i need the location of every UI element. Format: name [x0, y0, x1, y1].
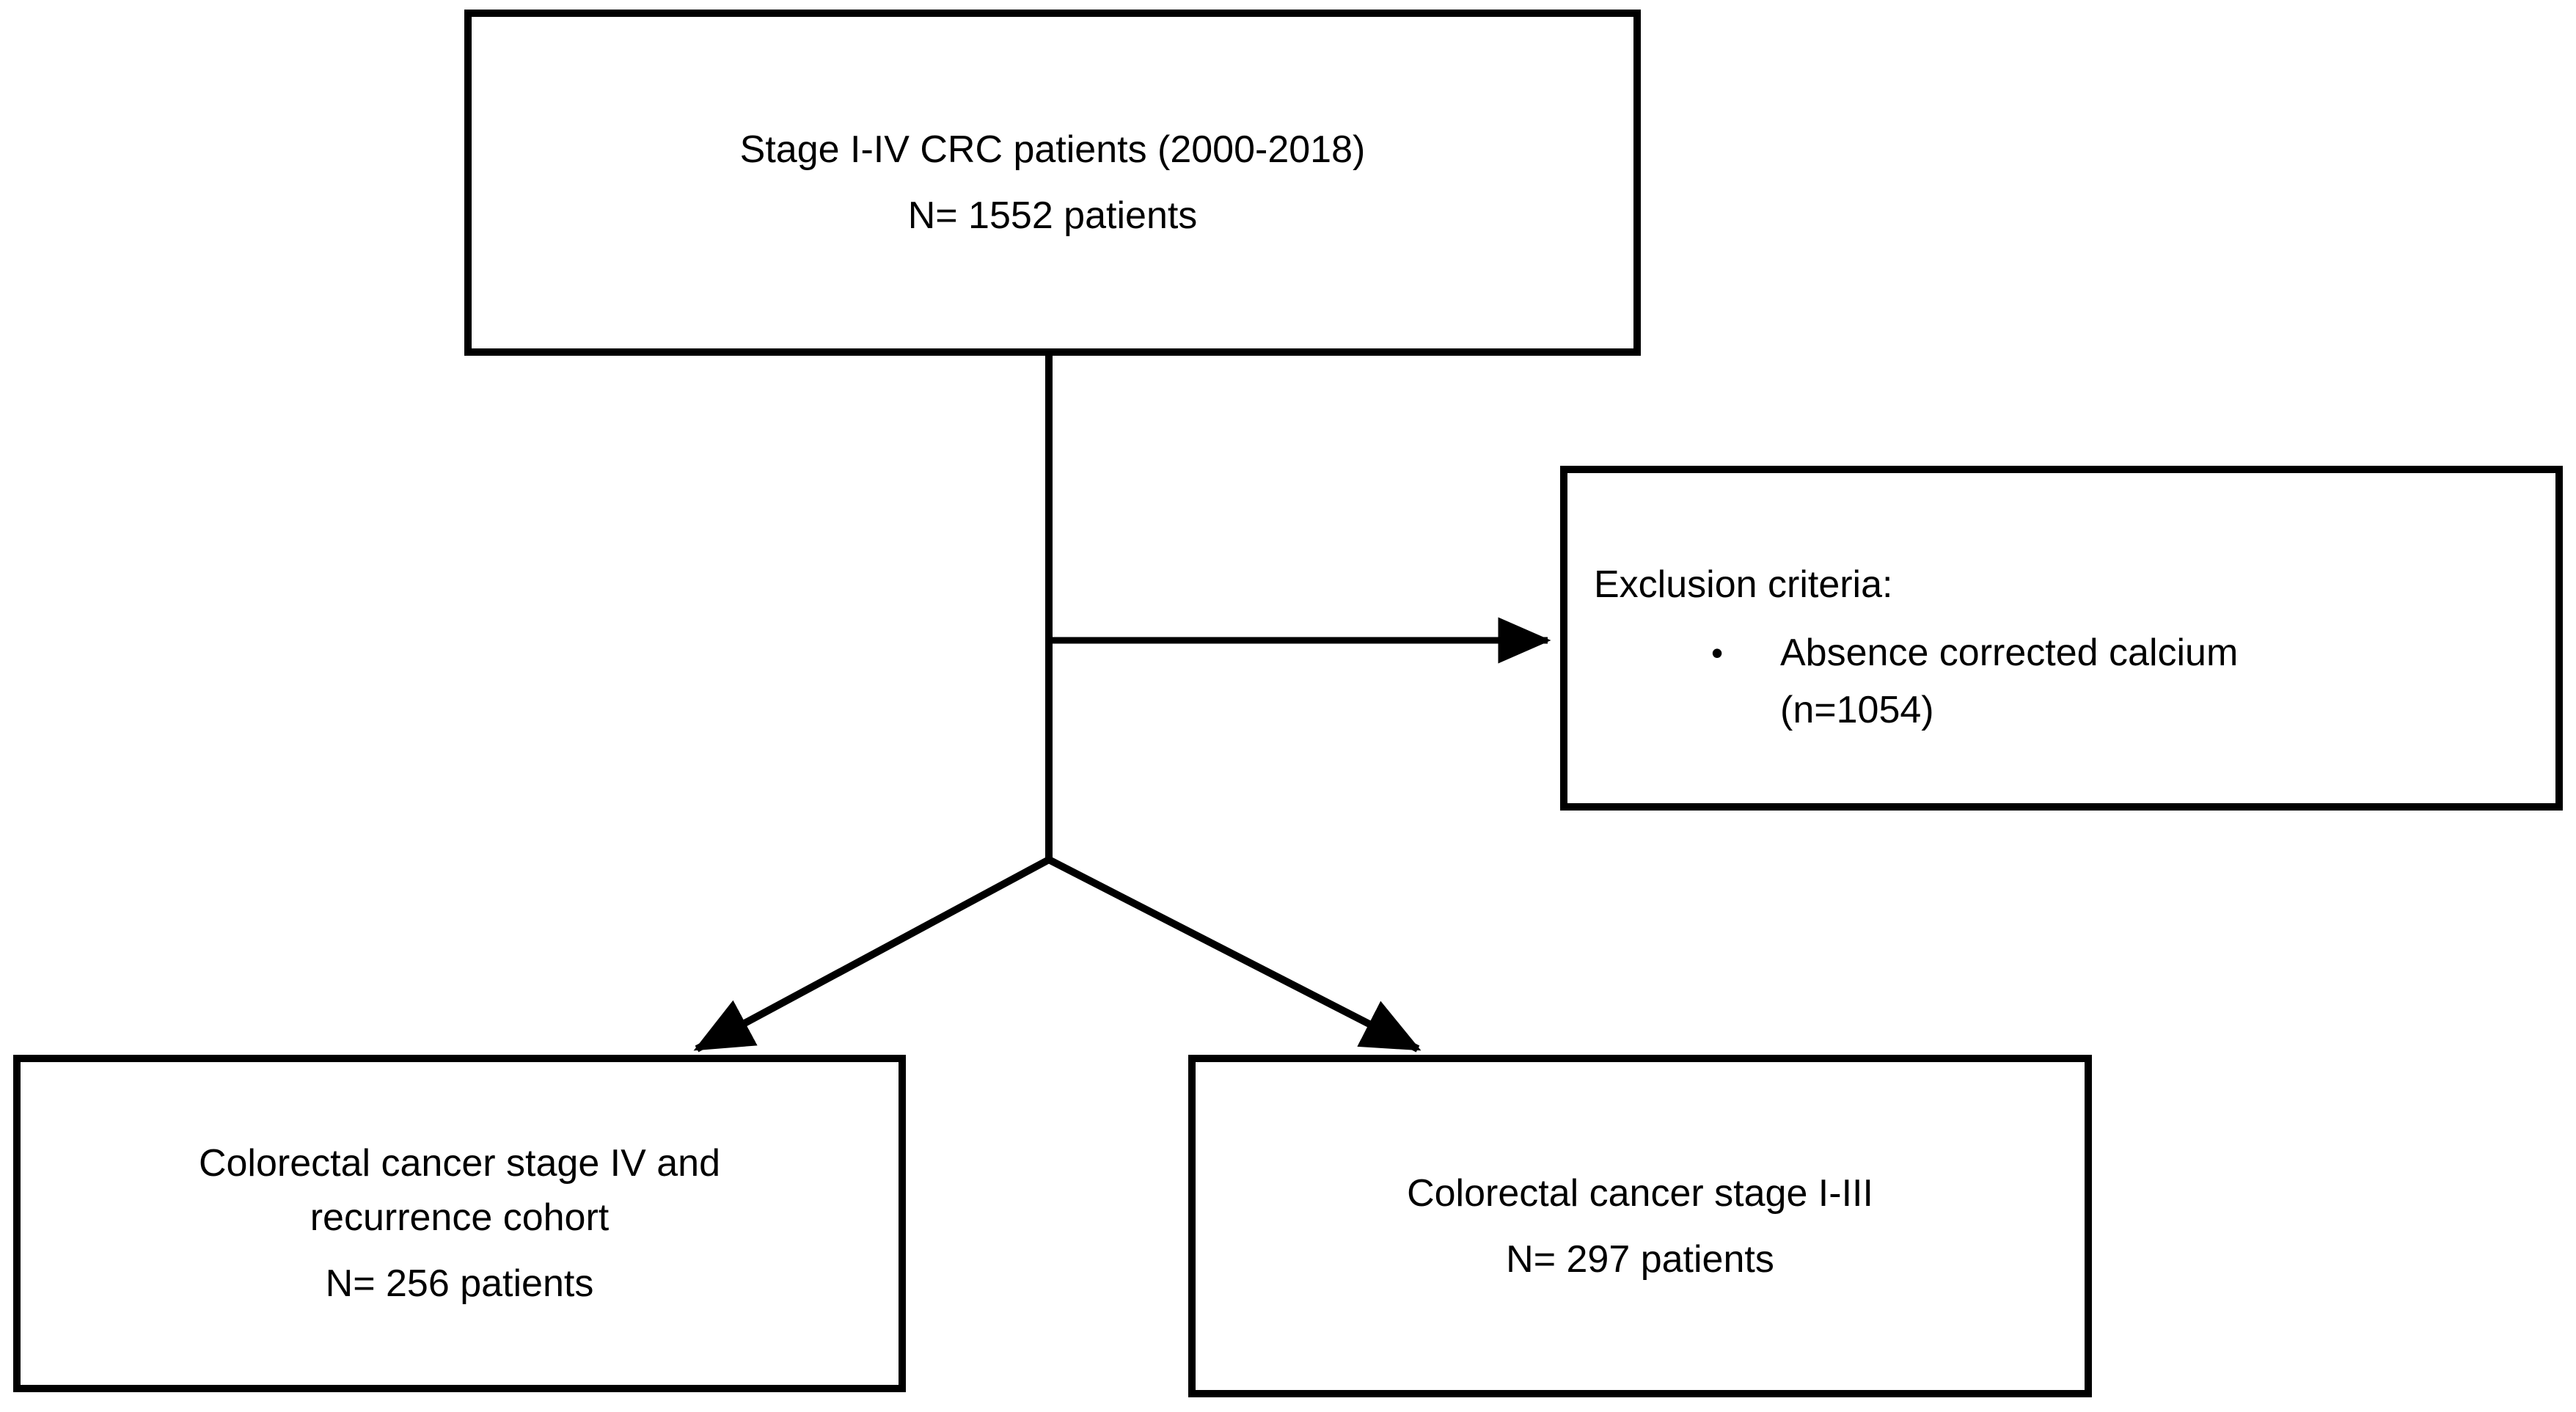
node-stage-iv-recurrence-cohort: Colorectal cancer stage IV and recurrence…: [13, 1055, 906, 1392]
node-title-line2: recurrence cohort: [310, 1196, 610, 1239]
left-branch-arrow: [693, 856, 1051, 1053]
right-branch-arrow: [1047, 856, 1421, 1053]
exclusion-bullet-item: • Absence corrected calcium (n=1054): [1594, 624, 2526, 739]
exclusion-title: Exclusion criteria:: [1594, 563, 1893, 606]
node-title-line1: Colorectal cancer stage IV and: [198, 1142, 721, 1185]
node-title: Colorectal cancer stage IV and recurrence…: [199, 1136, 720, 1245]
bullet-icon: •: [1711, 634, 1724, 672]
node-title: Colorectal cancer stage I-III: [1407, 1171, 1873, 1215]
node-title: Stage I-IV CRC patients (2000-2018): [739, 128, 1366, 171]
exclusion-bullet-line1: Absence corrected calcium: [1780, 632, 2239, 674]
exclusion-bullet-line2: (n=1054): [1780, 689, 1934, 731]
node-all-crc-patients: Stage I-IV CRC patients (2000-2018) N= 1…: [464, 10, 1641, 356]
node-count: N= 1552 patients: [907, 194, 1198, 237]
node-stage-i-iii-cohort: Colorectal cancer stage I-III N= 297 pat…: [1188, 1055, 2092, 1397]
node-count: N= 256 patients: [325, 1262, 594, 1305]
exclusion-bullet-text: Absence corrected calcium (n=1054): [1780, 624, 2238, 739]
node-exclusion-criteria: Exclusion criteria: • Absence corrected …: [1560, 466, 2563, 811]
node-count: N= 297 patients: [1506, 1237, 1774, 1281]
